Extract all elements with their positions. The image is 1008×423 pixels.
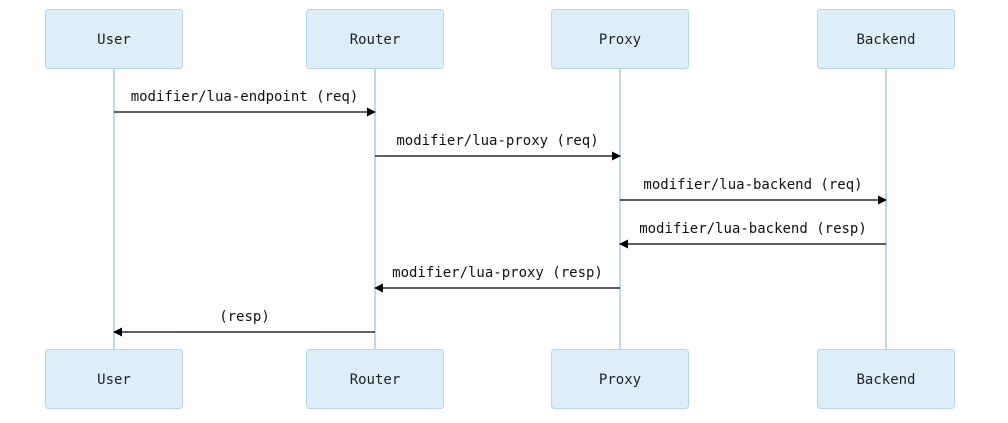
message-arrow-5: modifier/lua-proxy (resp) [374, 265, 620, 293]
participant-label: User [97, 32, 131, 48]
participant-box [306, 9, 444, 69]
message-arrow-3: modifier/lua-backend (req) [620, 177, 887, 205]
arrow-head [619, 239, 628, 249]
participant-router-top: Router [306, 9, 444, 69]
participant-label: Router [350, 372, 401, 388]
participant-user-top: User [45, 9, 183, 69]
participant-label: Router [350, 32, 401, 48]
arrow-head [113, 327, 122, 337]
participant-label: Backend [856, 372, 915, 388]
message-label: (resp) [219, 309, 270, 325]
participant-box [45, 349, 183, 409]
participant-box [551, 349, 689, 409]
message-arrow-4: modifier/lua-backend (resp) [619, 221, 886, 249]
participant-router-bottom: Router [306, 349, 444, 409]
participant-label: Proxy [599, 372, 641, 388]
participant-proxy-bottom: Proxy [551, 349, 689, 409]
participant-backend-bottom: Backend [817, 349, 955, 409]
message-arrow-2: modifier/lua-proxy (req) [375, 133, 621, 161]
participant-backend-top: Backend [817, 9, 955, 69]
participant-label: Backend [856, 32, 915, 48]
message-label: modifier/lua-backend (req) [643, 177, 862, 193]
arrow-head [612, 151, 621, 161]
participant-user-bottom: User [45, 349, 183, 409]
message-label: modifier/lua-proxy (req) [396, 133, 598, 149]
arrow-head [367, 107, 376, 117]
participant-label: Proxy [599, 32, 641, 48]
participant-box [817, 349, 955, 409]
lifelines [113, 68, 887, 350]
participant-label: User [97, 372, 131, 388]
message-label: modifier/lua-endpoint (req) [131, 89, 359, 105]
arrow-head [878, 195, 887, 205]
message-label: modifier/lua-backend (resp) [639, 221, 867, 237]
participants-bottom: User Router Proxy Backend [45, 349, 955, 409]
participant-box [817, 9, 955, 69]
arrow-head [374, 283, 383, 293]
participant-box [306, 349, 444, 409]
participant-box [551, 9, 689, 69]
message-arrow-6: (resp) [113, 309, 375, 337]
participant-proxy-top: Proxy [551, 9, 689, 69]
message-label: modifier/lua-proxy (resp) [392, 265, 603, 281]
message-arrow-1: modifier/lua-endpoint (req) [114, 89, 376, 117]
participant-box [45, 9, 183, 69]
messages: modifier/lua-endpoint (req) modifier/lua-… [113, 89, 887, 337]
participants-top: User Router Proxy Backend [45, 9, 955, 69]
